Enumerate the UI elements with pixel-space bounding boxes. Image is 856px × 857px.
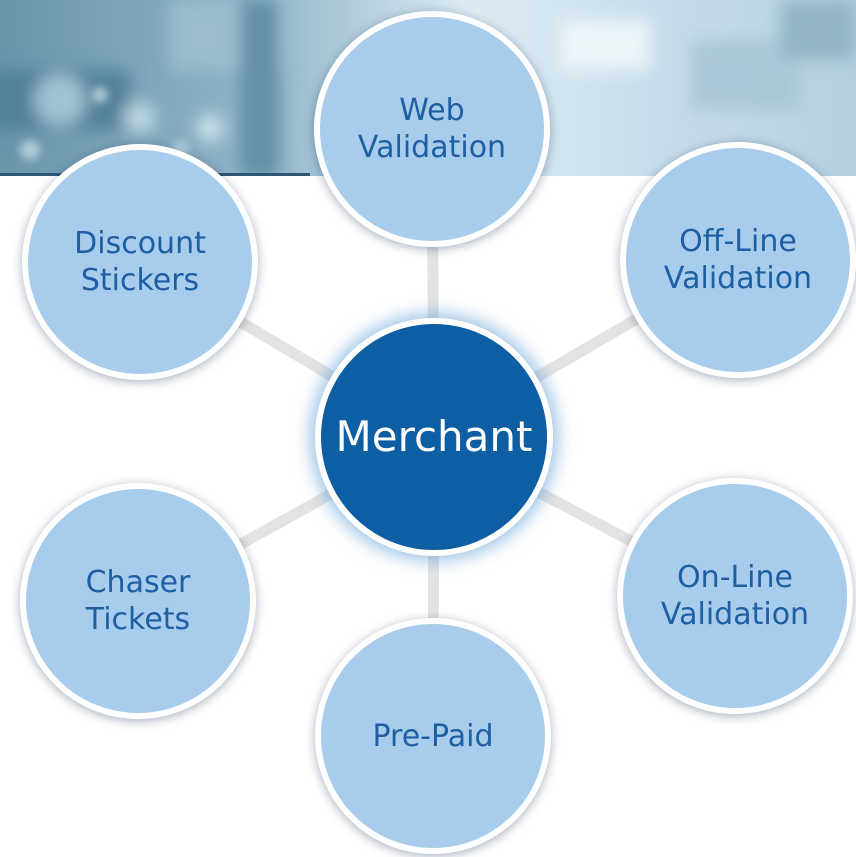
node-offline-validation: Off-Line Validation	[620, 142, 856, 378]
node-label: Chaser Tickets	[85, 565, 191, 637]
node-label: Web Validation	[357, 93, 507, 165]
node-label: Discount Stickers	[74, 226, 206, 298]
node-discount-stickers: Discount Stickers	[22, 144, 258, 380]
node-online-validation: On-Line Validation	[617, 478, 853, 714]
node-chaser-tickets: Chaser Tickets	[20, 483, 256, 719]
node-label: Off-Line Validation	[663, 224, 813, 296]
center-label: Merchant	[335, 412, 533, 461]
node-label: Pre-Paid	[372, 718, 494, 754]
node-pre-paid: Pre-Paid	[315, 618, 551, 854]
center-node-merchant: Merchant	[315, 318, 553, 556]
node-label: On-Line Validation	[660, 560, 810, 632]
node-web-validation: Web Validation	[314, 11, 550, 247]
